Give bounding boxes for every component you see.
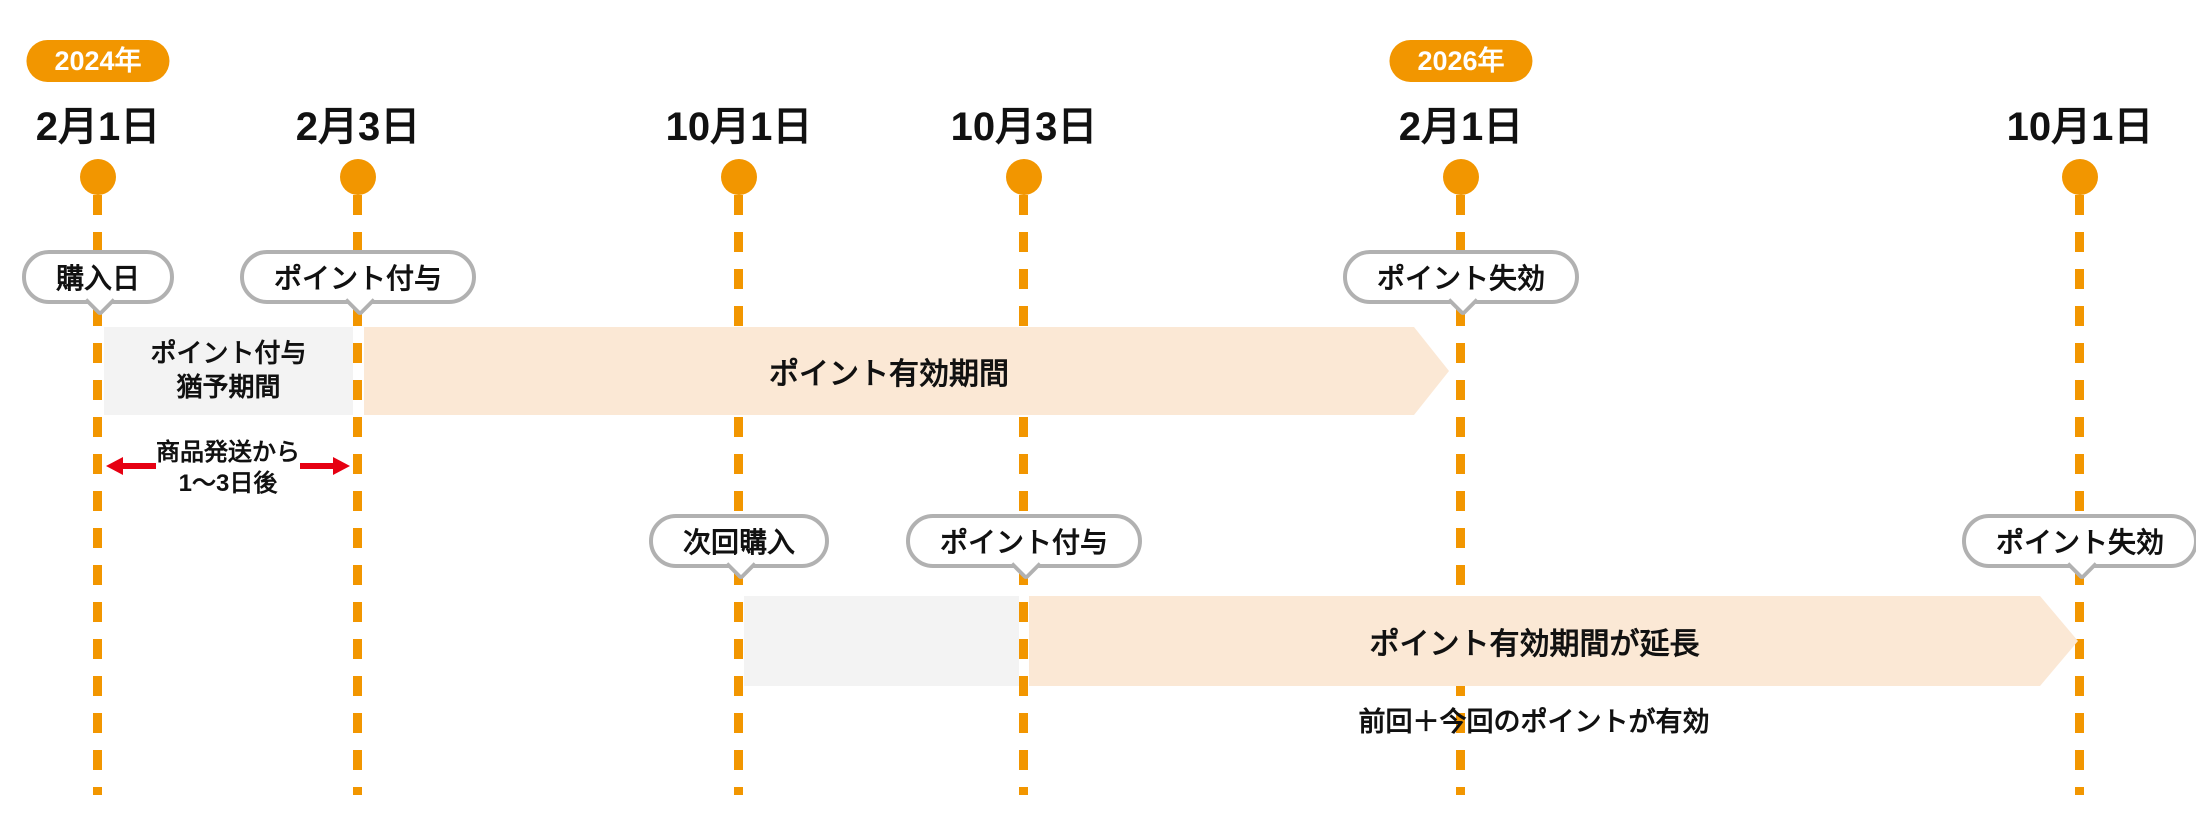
bubble-point-grant-2: ポイント付与 xyxy=(905,514,1143,581)
date-label: 2月1日 xyxy=(35,105,161,149)
shipping-note-line2: 1〜3日後 xyxy=(178,470,278,498)
bubble-point-expire-1: ポイント失効 xyxy=(1342,250,1580,317)
timeline-dot xyxy=(340,159,376,195)
timeline-dashed-line xyxy=(2075,195,2084,795)
timeline-dashed-line xyxy=(1456,195,1465,795)
timeline-dot xyxy=(2062,159,2098,195)
date-label: 10月1日 xyxy=(665,105,813,149)
arrow-right-icon xyxy=(300,457,350,475)
timeline-dot xyxy=(1443,159,1479,195)
extended-period-note: 前回＋今回のポイントが有効 xyxy=(1358,707,1710,737)
bubble-point-grant-1: ポイント付与 xyxy=(239,250,477,317)
year-badge-2024: 2024年 xyxy=(26,40,170,82)
extended-period-band: ポイント有効期間が延長 xyxy=(1029,596,2078,686)
timeline-dot xyxy=(721,159,757,195)
timeline-dashed-line xyxy=(1019,195,1028,795)
shipping-note-line1: 商品発送から xyxy=(156,439,300,466)
arrow-head xyxy=(106,457,123,475)
bubble-purchase-date: 購入日 xyxy=(21,250,175,317)
extended-period-label: ポイント有効期間が延長 xyxy=(1369,628,1700,661)
valid-period-label: ポイント有効期間 xyxy=(769,358,1009,391)
grace-period-box: ポイント付与 猶予期間 xyxy=(104,327,353,415)
band-arrow-tip xyxy=(2040,596,2078,686)
arrow-shaft xyxy=(123,463,156,469)
bubble-point-expire-2: ポイント失効 xyxy=(1961,514,2196,581)
valid-period-band: ポイント有効期間 xyxy=(364,327,1449,415)
grace-period-line2: 猶予期間 xyxy=(176,372,281,402)
bubble-next-purchase: 次回購入 xyxy=(648,514,830,581)
timeline-dashed-line xyxy=(93,195,102,795)
grace-period-line1: ポイント付与 xyxy=(150,338,307,369)
date-label: 2月3日 xyxy=(295,105,421,149)
arrow-shaft xyxy=(300,463,333,469)
date-label: 2月1日 xyxy=(1398,105,1524,149)
year-badge-2026: 2026年 xyxy=(1389,40,1533,82)
arrow-left-icon xyxy=(106,457,156,475)
shipping-note: 商品発送から 1〜3日後 xyxy=(156,437,300,499)
arrow-head xyxy=(333,457,350,475)
grace-period-box-2 xyxy=(744,596,1019,686)
timeline-dashed-line xyxy=(734,195,743,795)
timeline-dashed-line xyxy=(353,195,362,795)
date-label: 10月1日 xyxy=(2006,105,2154,149)
timeline-dot xyxy=(1006,159,1042,195)
band-arrow-tip xyxy=(1414,327,1449,415)
date-label: 10月3日 xyxy=(950,105,1098,149)
timeline-dot xyxy=(80,159,116,195)
